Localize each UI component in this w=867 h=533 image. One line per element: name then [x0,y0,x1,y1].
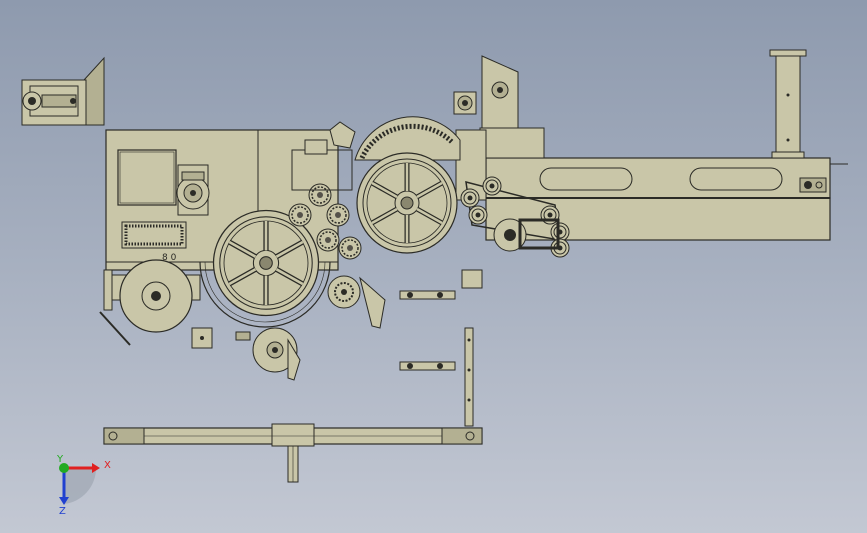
coordinate-triad: X Y Z [56,454,111,517]
gear-housing [329,116,461,161]
bottom-left-pulley [99,259,201,346]
small-plate [461,269,483,289]
svg-text:8 0: 8 0 [162,253,177,263]
vertical-post [464,327,474,427]
rod-assembly-lower [399,361,456,371]
x-axis-label: X [104,460,111,471]
belt-pulleys [460,176,570,258]
motor-unit [176,164,210,216]
lower-crank-right [327,275,386,329]
z-axis-label: Z [59,506,66,517]
upper-spoke-wheel [357,153,457,253]
horizontal-beam [485,157,848,241]
mid-gears [288,139,362,260]
top-center-bracket [453,55,545,201]
y-axis-dot [59,463,69,473]
y-axis-label: Y [56,454,64,465]
rod-assembly-upper [399,290,456,300]
top-left-bracket [21,56,105,126]
lower-crank-left [235,327,301,381]
vertical-column [769,49,807,159]
lower-spoke-wheel [214,211,319,316]
base-rail [103,423,483,483]
